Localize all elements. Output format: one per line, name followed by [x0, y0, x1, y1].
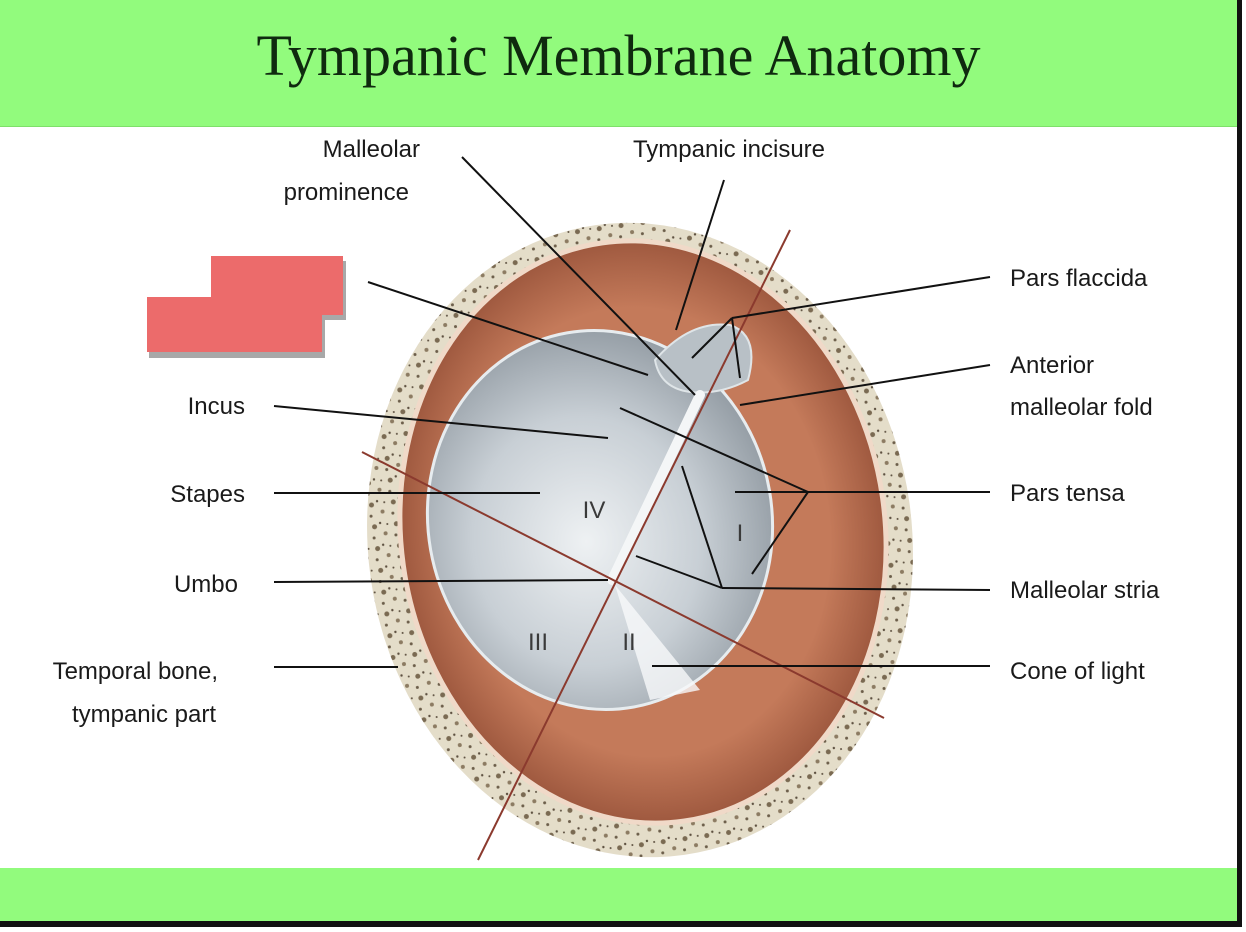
label-tympanic-incisure: Tympanic incisure	[633, 136, 825, 163]
quadrant-iv: IV	[583, 497, 606, 524]
quadrant-line-perpendicular	[361, 451, 885, 719]
title-bar: Tympanic Membrane Anatomy	[0, 0, 1237, 127]
label-pars-flaccida: Pars flaccida	[1010, 265, 1148, 292]
label-malleolar-prominence-line2: prominence	[284, 179, 409, 206]
label-temporal-bone-line1: Temporal bone,	[53, 658, 218, 685]
redaction-block	[147, 256, 346, 358]
label-anterior-malleolar-fold-line2: malleolar fold	[1010, 394, 1153, 421]
label-malleolar-stria: Malleolar stria	[1010, 577, 1160, 604]
footer-bar	[0, 868, 1237, 921]
tympanic-membrane-diagram: Malleolar prominence Tympanic incisure P…	[53, 136, 1160, 861]
quadrant-line-malleus-axis	[477, 229, 791, 861]
quadrant-i: I	[737, 520, 744, 547]
quadrant-iii: III	[528, 629, 548, 656]
quadrant-ii: II	[622, 629, 635, 656]
label-pars-tensa: Pars tensa	[1010, 480, 1125, 507]
label-stapes: Stapes	[170, 481, 245, 508]
slide-title: Tympanic Membrane Anatomy	[256, 23, 981, 88]
leader-lines	[273, 156, 991, 668]
label-malleolar-prominence-line1: Malleolar	[323, 136, 420, 163]
cone-of-light-reflex	[615, 585, 700, 700]
pars-flaccida-region	[653, 323, 753, 394]
label-incus: Incus	[188, 393, 245, 420]
label-temporal-bone-line2: tympanic part	[72, 701, 216, 728]
malleus-handle	[607, 390, 705, 585]
label-umbo: Umbo	[174, 571, 238, 598]
label-anterior-malleolar-fold-line1: Anterior	[1010, 352, 1094, 379]
label-cone-of-light: Cone of light	[1010, 658, 1145, 685]
